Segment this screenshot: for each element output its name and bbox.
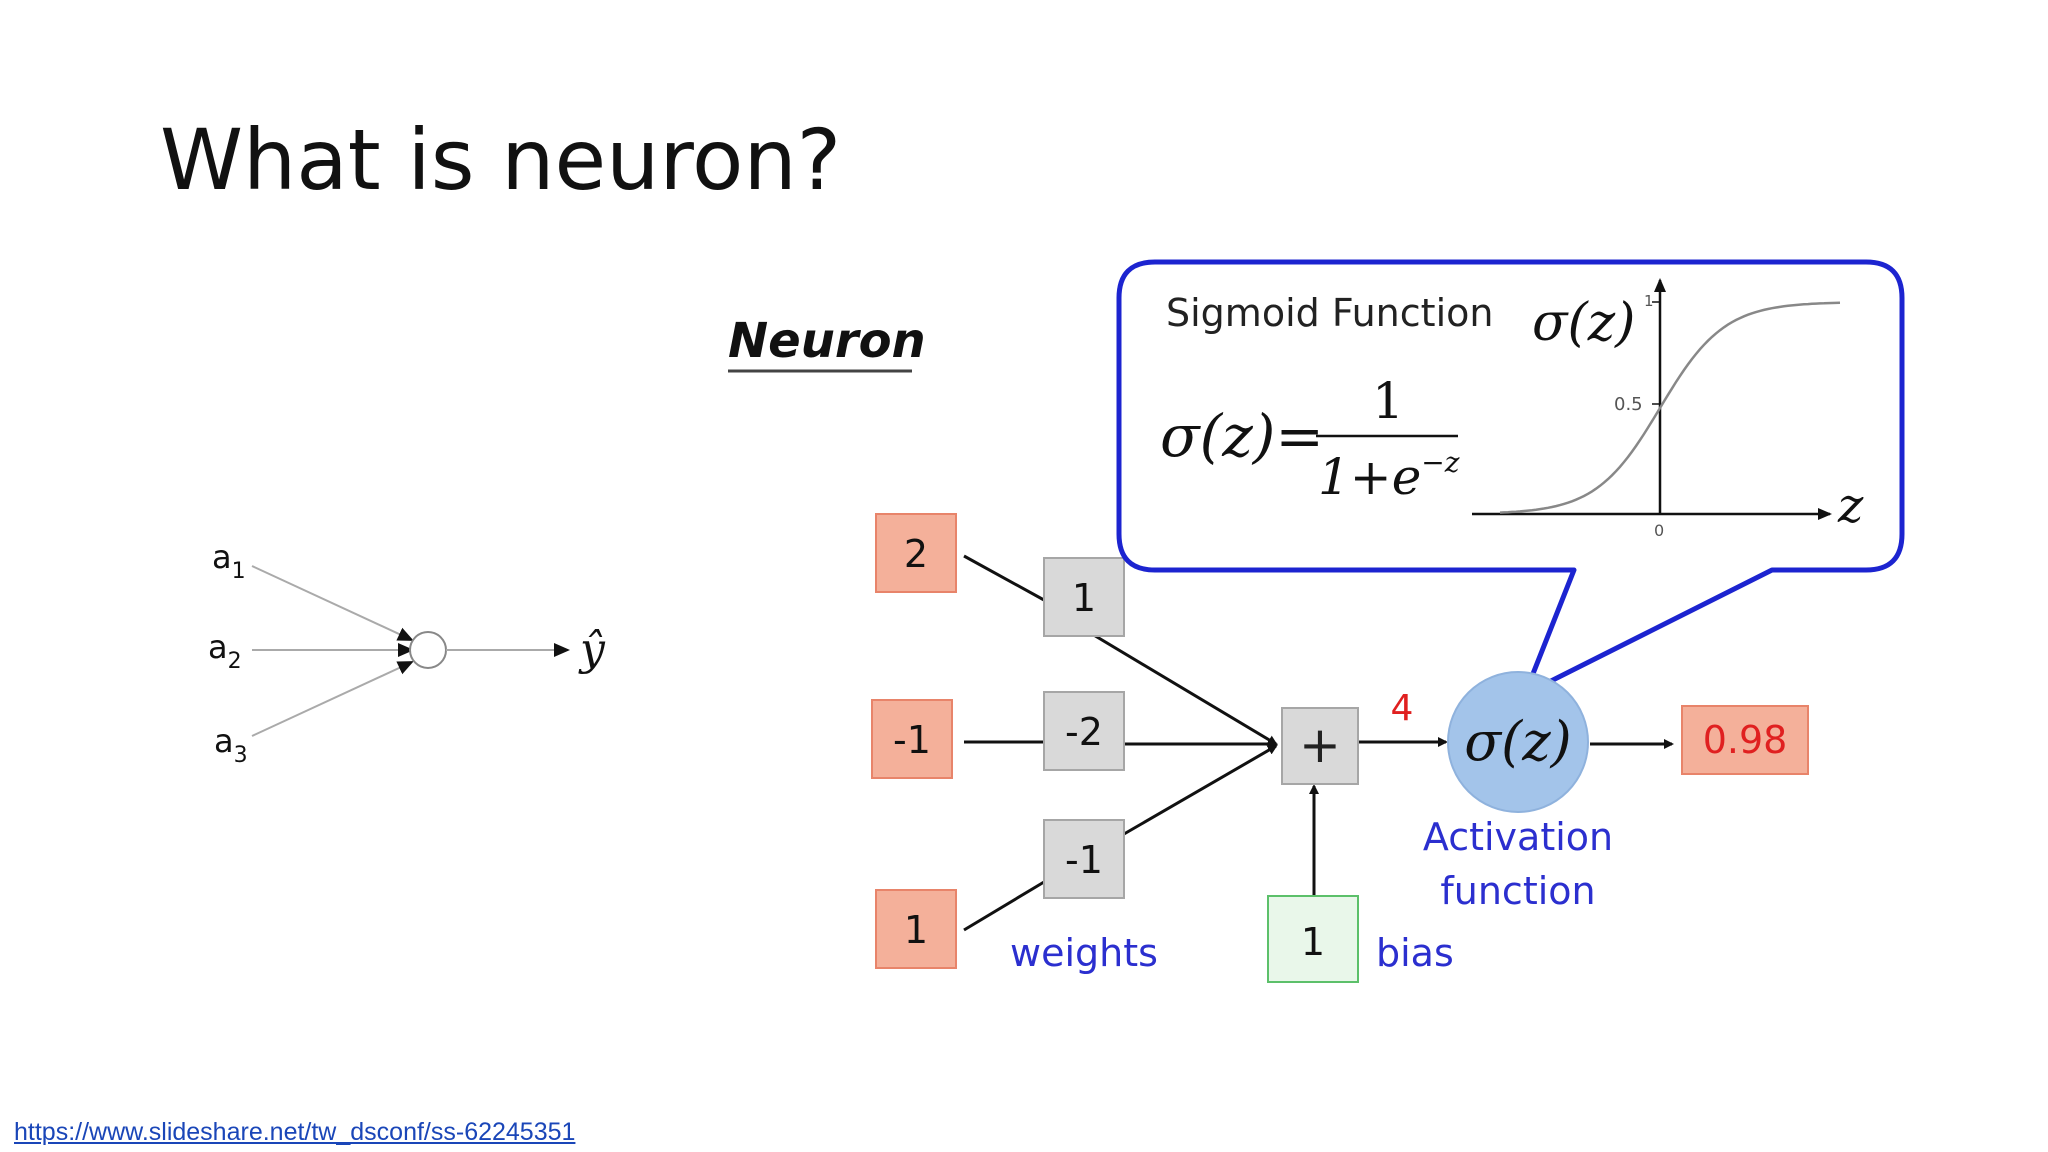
bias-box: 1 — [1267, 895, 1359, 983]
input-label-a3: a3 — [214, 722, 248, 768]
graph-label-0: 0 — [1654, 521, 1664, 540]
activation-label-line1: Activation — [1423, 815, 1613, 859]
weight-box-3: -1 — [1043, 819, 1125, 899]
sigmoid-graph: σ(z) 1 0.5 0 z — [1472, 278, 1864, 540]
input-edge-a3 — [251, 661, 414, 737]
weight-box-2: -2 — [1043, 691, 1125, 771]
input-box-2: -1 — [871, 699, 953, 779]
input-box-1: 2 — [875, 513, 957, 593]
sum-node: + — [1281, 707, 1359, 785]
sum-symbol: + — [1299, 716, 1341, 774]
formula-lhs: σ(z)= — [1160, 402, 1324, 470]
weight-value-1: 1 — [1072, 576, 1096, 620]
slide-title: What is neuron? — [160, 111, 842, 209]
sigmoid-curve — [1499, 301, 1841, 514]
formula-denominator: 1+e−z — [1318, 446, 1460, 506]
formula-numerator: 1 — [1372, 372, 1404, 430]
weight-value-3: -1 — [1065, 838, 1103, 882]
graph-label-sigma: σ(z) — [1532, 293, 1635, 353]
edge-input3-weight3 — [963, 880, 1045, 932]
neuron-node — [409, 631, 447, 669]
graph-label-1: 1 — [1644, 292, 1654, 310]
output-label-y-hat: ŷ — [578, 624, 606, 675]
edge-input1-weight1 — [963, 554, 1045, 602]
graph-label-z: z — [1837, 478, 1864, 534]
weights-label: weights — [1010, 931, 1158, 975]
output-box: 0.98 — [1681, 705, 1809, 775]
sigmoid-title: Sigmoid Function — [1166, 291, 1493, 335]
activation-label-line2: function — [1440, 869, 1595, 913]
edge-weight3-sum — [1123, 744, 1278, 836]
input-value-2: -1 — [893, 718, 931, 762]
neuron-edges — [963, 554, 1674, 932]
weight-value-2: -2 — [1065, 710, 1103, 754]
weight-box-1: 1 — [1043, 557, 1125, 637]
input-edge-a1 — [251, 565, 414, 641]
input-label-a1: a1 — [212, 538, 246, 584]
sigmoid-formula: σ(z)= 1 1+e−z — [1160, 372, 1460, 506]
edge-weight1-sum — [1091, 632, 1278, 746]
input-value-1: 2 — [904, 532, 928, 576]
bias-label: bias — [1376, 931, 1454, 975]
input-label-a2: a2 — [208, 628, 242, 674]
graph-label-05: 0.5 — [1614, 394, 1643, 415]
activation-node: σ(z) — [1447, 671, 1589, 813]
bias-value: 1 — [1301, 920, 1325, 964]
input-box-3: 1 — [875, 889, 957, 969]
simple-neuron: a1 a2 a3 ŷ — [208, 538, 606, 768]
activation-symbol: σ(z) — [1464, 710, 1571, 773]
sum-value: 4 — [1391, 688, 1414, 729]
output-value: 0.98 — [1703, 718, 1788, 762]
neuron-heading: Neuron — [728, 313, 926, 369]
source-link[interactable]: https://www.slideshare.net/tw_dsconf/ss-… — [14, 1118, 576, 1146]
input-value-3: 1 — [904, 908, 928, 952]
